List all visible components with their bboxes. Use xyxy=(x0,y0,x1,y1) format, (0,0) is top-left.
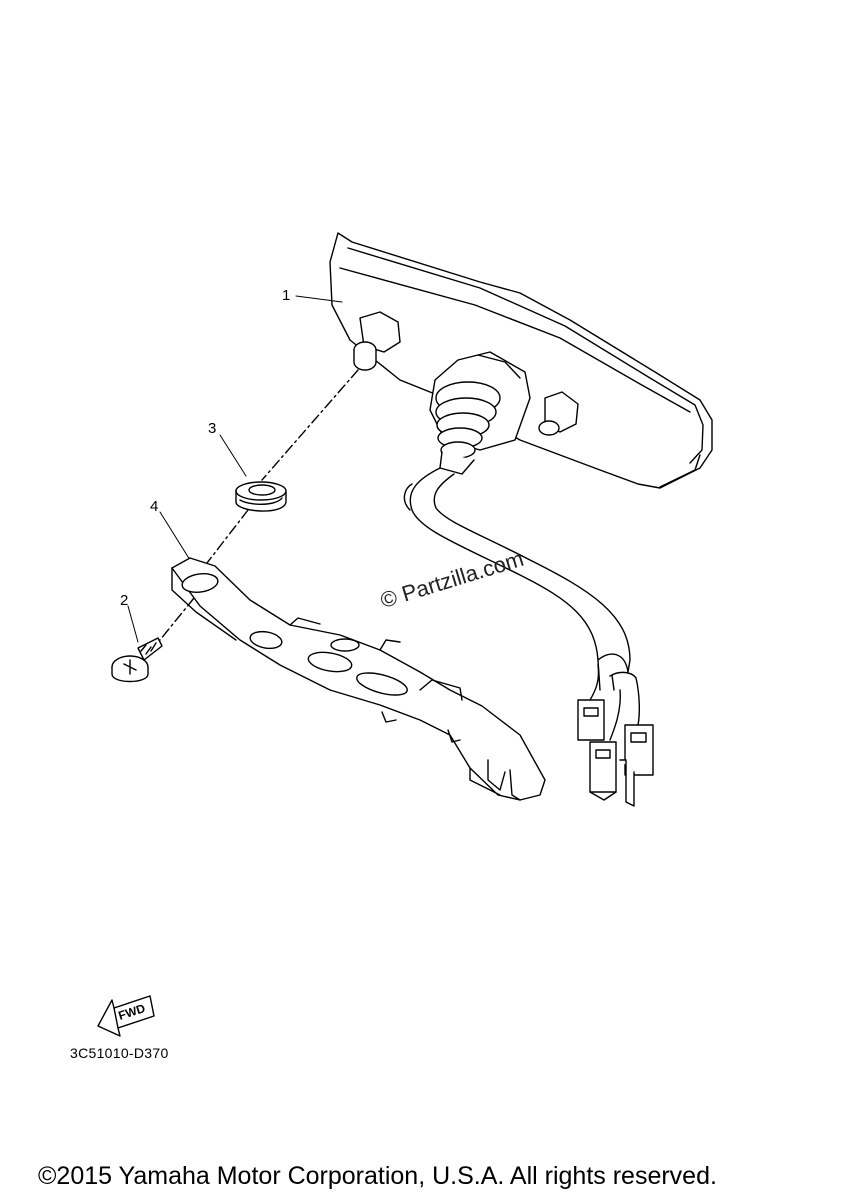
fwd-arrow-icon: FWD xyxy=(97,995,155,1037)
meter-assembly xyxy=(329,232,713,489)
wiring-harness xyxy=(403,467,654,807)
bracket-part-4 xyxy=(171,557,546,801)
callout-1: 1 xyxy=(282,287,291,304)
callout-2: 2 xyxy=(120,592,129,609)
screw-part-2 xyxy=(111,637,163,683)
callout-4: 4 xyxy=(150,498,159,515)
callout-leaders xyxy=(127,295,343,643)
diagram-code: 3C51010-D370 xyxy=(70,1045,169,1061)
grommet-part-3 xyxy=(235,481,287,512)
callout-3: 3 xyxy=(208,420,217,437)
copyright-notice: ©2015 Yamaha Motor Corporation, U.S.A. A… xyxy=(38,1162,717,1190)
